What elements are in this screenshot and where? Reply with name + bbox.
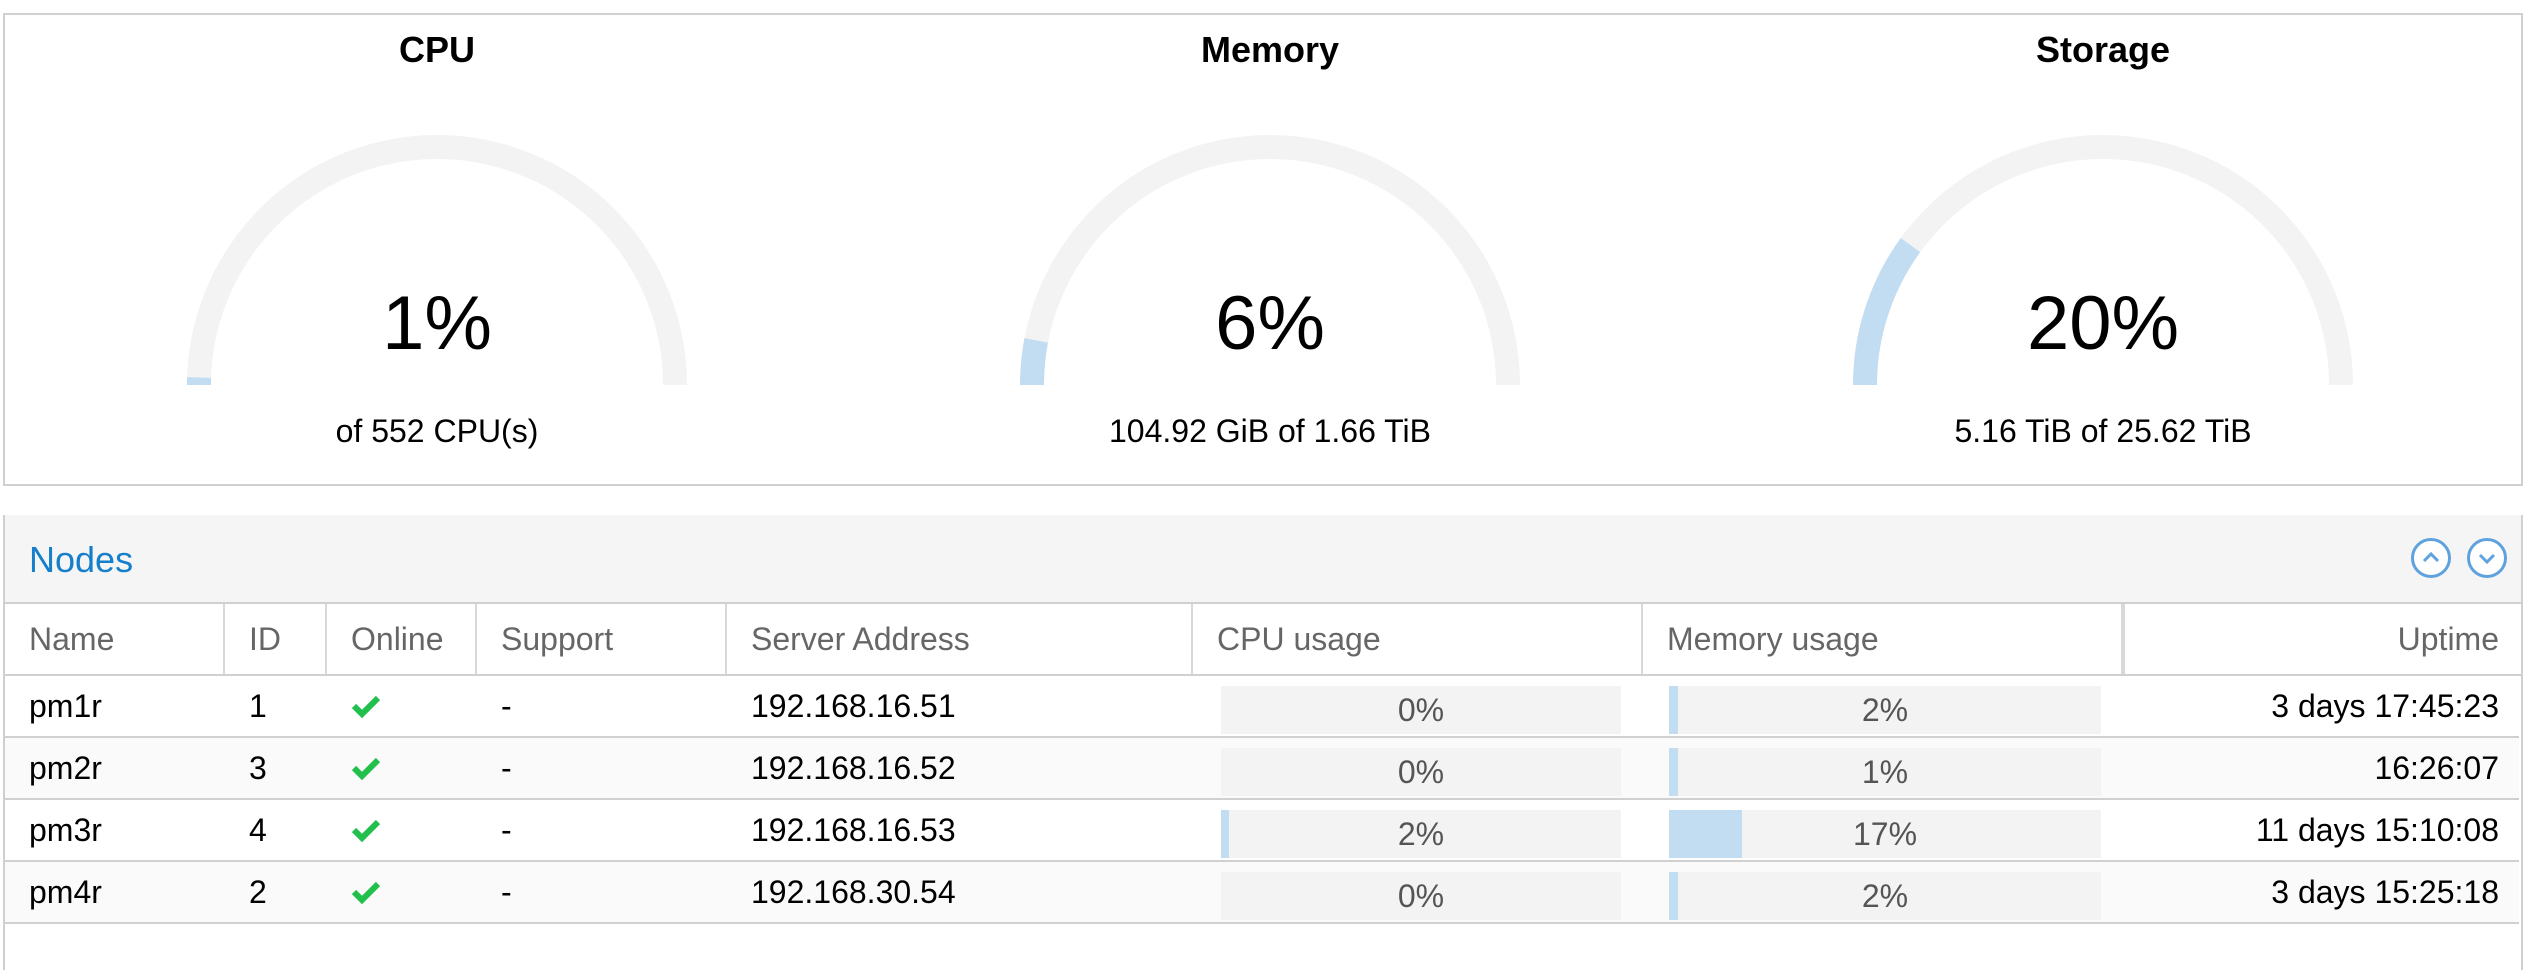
gauge-title: CPU [398,29,475,70]
node-server-address: 192.168.16.51 [751,688,956,724]
node-support: - [501,750,512,786]
cpu-usage-fill [1221,810,1229,858]
table-row[interactable]: pm1r 1 - 192.168.16.51 0% 2% 3 days 17:4… [5,676,2519,738]
column-header-cpu-usage[interactable]: CPU usage [1193,604,1643,674]
online-check-icon [327,676,477,736]
chevron-up-icon [2422,551,2440,563]
memory-usage-text: 2% [1861,878,1909,914]
gauge-arc [187,135,687,386]
node-uptime: 3 days 15:25:18 [2271,874,2499,910]
column-header-id[interactable]: ID [225,604,327,674]
node-support: - [501,812,512,848]
memory-gauge: Memory 6% 104.92 GiB of 1.66 TiB [990,15,1550,485]
gauge-title: Storage [2035,29,2171,70]
memory-usage-fill [1669,748,1678,796]
cpu-usage-text: 0% [1397,692,1445,728]
column-header-online[interactable]: Online [327,604,477,674]
node-uptime: 11 days 15:10:08 [2255,812,2499,848]
gauge-value: 1% [382,281,492,366]
nodes-panel-title: Nodes [29,539,134,580]
resource-gauges-panel: CPU 1% of 552 CPU(s) Memory 6% 104.92 Gi… [3,13,2523,486]
memory-usage-fill [1669,810,1743,858]
column-header-memory-usage[interactable]: Memory usage [1643,604,2123,674]
nodes-panel: Nodes Name ID Online Support Server Addr… [3,515,2523,970]
cpu-gauge: CPU 1% of 552 CPU(s) [157,15,717,485]
memory-usage-bar: 2% [1669,686,2101,734]
gauge-fill [1020,338,1049,386]
memory-usage-text: 2% [1861,692,1909,728]
node-name: pm4r [29,874,102,910]
cpu-usage-bar: 0% [1221,872,1621,920]
gauge-subtext: 104.92 GiB of 1.66 TiB [1109,413,1431,449]
table-row[interactable]: pm4r 2 - 192.168.30.54 0% 2% 3 days 15:2… [5,862,2519,924]
node-id: 1 [249,688,267,724]
gauge-title: Memory [1200,29,1340,70]
online-check-icon [327,800,477,860]
cpu-usage-bar: 0% [1221,748,1621,796]
node-id: 3 [249,750,267,786]
online-check-icon [327,738,477,798]
node-server-address: 192.168.16.52 [751,750,956,786]
gauge-subtext: 5.16 TiB of 25.62 TiB [1954,413,2252,449]
node-server-address: 192.168.30.54 [751,874,956,910]
storage-gauge: Storage 20% 5.16 TiB of 25.62 TiB [1823,15,2383,485]
memory-usage-bar: 17% [1669,810,2101,858]
cpu-usage-text: 0% [1397,754,1445,790]
memory-usage-fill [1669,872,1678,920]
memory-usage-text: 1% [1861,754,1909,790]
expand-panel-button[interactable] [2467,538,2507,578]
column-header-support[interactable]: Support [477,604,727,674]
node-id: 2 [249,874,267,910]
memory-usage-fill [1669,686,1678,734]
gauge-arc [1853,135,2353,386]
gauge-value: 6% [1215,281,1325,366]
table-row[interactable]: pm3r 4 - 192.168.16.53 2% 17% 11 days 15… [5,800,2519,862]
column-header-name[interactable]: Name [5,604,225,674]
cpu-usage-bar: 0% [1221,686,1621,734]
node-uptime: 16:26:07 [2374,750,2499,786]
cpu-usage-text: 2% [1397,816,1445,852]
cpu-usage-bar: 2% [1221,810,1621,858]
gauge-arc [1020,135,1520,386]
gauge-track [187,135,687,386]
node-support: - [501,688,512,724]
memory-usage-text: 17% [1852,816,1918,852]
gauge-fill [1853,238,1921,386]
node-name: pm3r [29,812,102,848]
memory-usage-bar: 2% [1669,872,2101,920]
memory-usage-bar: 1% [1669,748,2101,796]
collapse-panel-button[interactable] [2411,538,2451,578]
table-row[interactable]: pm2r 3 - 192.168.16.52 0% 1% 16:26:07 [5,738,2519,800]
nodes-grid-header: Name ID Online Support Server Address CP… [5,604,2521,676]
node-id: 4 [249,812,267,848]
online-check-icon [327,862,477,922]
node-name: pm2r [29,750,102,786]
node-uptime: 3 days 17:45:23 [2271,688,2499,724]
node-server-address: 192.168.16.53 [751,812,956,848]
node-support: - [501,874,512,910]
gauge-track [1020,135,1520,386]
gauge-value: 20% [2026,281,2180,366]
node-name: pm1r [29,688,102,724]
column-header-server-address[interactable]: Server Address [727,604,1193,674]
cpu-usage-text: 0% [1397,878,1445,914]
column-header-uptime[interactable]: Uptime [2123,604,2519,674]
chevron-down-icon [2478,553,2496,565]
gauge-subtext: of 552 CPU(s) [335,413,539,449]
nodes-panel-header: Nodes [5,515,2521,604]
